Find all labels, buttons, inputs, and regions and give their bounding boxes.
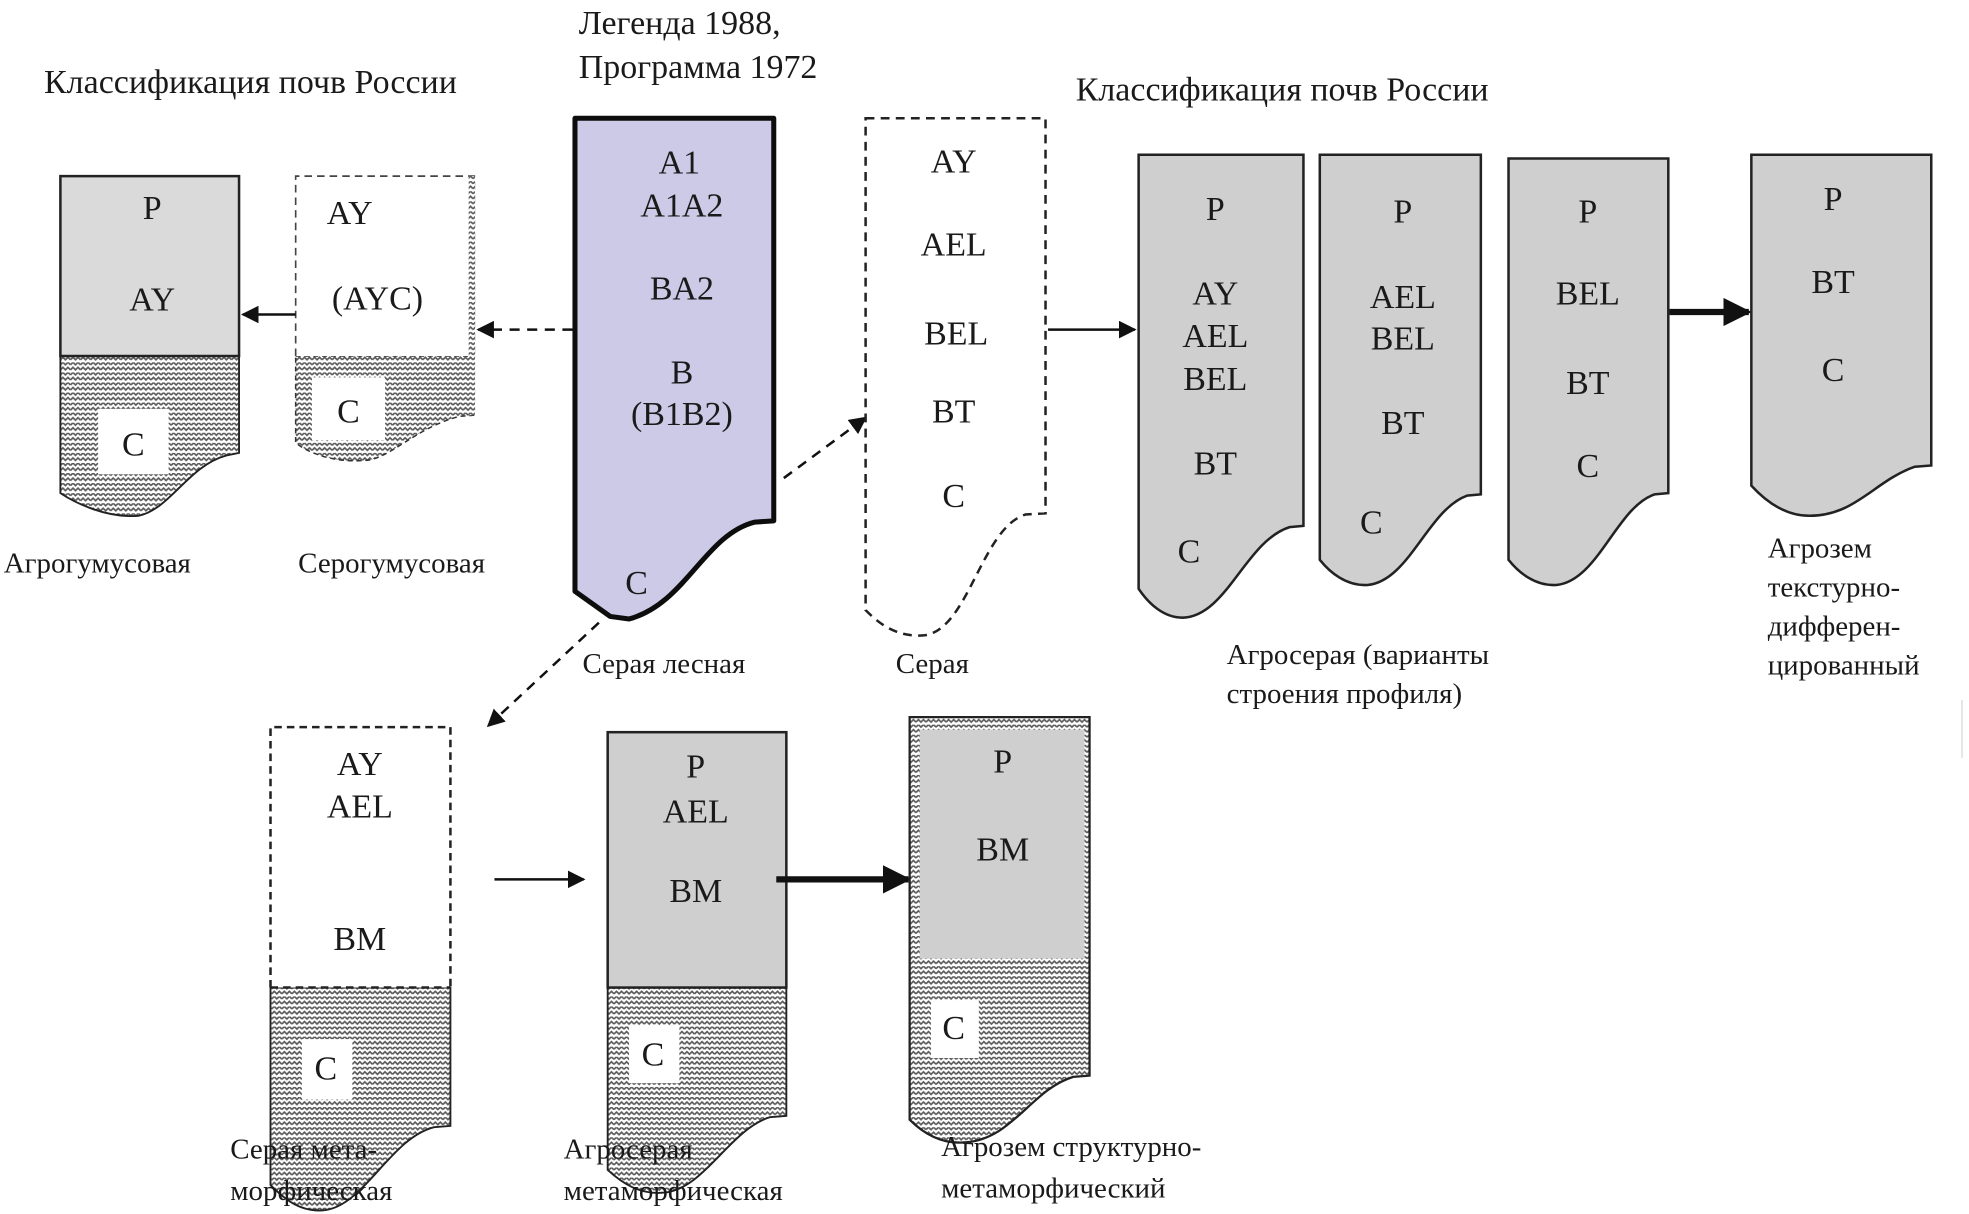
title-center-line2: Программа 1972 — [579, 49, 818, 86]
horizon-label: AEL — [1370, 279, 1436, 316]
horizon-label: A1A2 — [640, 187, 723, 224]
horizon-label: AY — [337, 746, 383, 783]
horizon-label: P — [143, 190, 162, 227]
profile-seraya-lesnaya: A1 A1A2 BA2 B (B1B2) C — [572, 115, 777, 622]
horizon-label: BA2 — [650, 270, 714, 307]
title-right: Классификация почв России — [1076, 72, 1489, 109]
horizon-label: P — [1578, 194, 1597, 231]
edge-artifact-line — [1961, 700, 1963, 758]
arrow-lesnaya-to-seraya — [783, 416, 868, 480]
horizon-label: AY — [1192, 275, 1238, 312]
horizon-label: AY — [327, 195, 373, 232]
horizon-label: C — [122, 426, 145, 463]
horizon-label: BM — [333, 921, 386, 958]
horizon-label: BT — [1381, 405, 1425, 442]
horizon-label: BM — [976, 831, 1029, 868]
horizon-label: BEL — [1556, 275, 1620, 312]
profile-agroseraya-2: P AEL BEL BT C — [1318, 153, 1483, 587]
profile-agrogumusovaya-plow — [59, 174, 241, 358]
caption-agrozem-texturno-line2: текстурно- — [1768, 571, 1900, 603]
caption-seraya: Серая — [896, 648, 969, 680]
caption-agrozem-texturno-line4: цированный — [1768, 649, 1920, 681]
horizon-label: AEL — [663, 794, 729, 831]
horizon-label: BEL — [1371, 321, 1435, 358]
horizon-label: AY — [129, 282, 175, 319]
horizon-label: (AYC) — [332, 280, 423, 317]
caption-agroseraya-line2: строения профиля) — [1227, 678, 1462, 710]
horizon-label: C — [942, 1010, 965, 1047]
horizon-label-bg — [98, 408, 169, 475]
horizon-label: B — [671, 355, 694, 392]
title-left: Классификация почв России — [44, 64, 457, 101]
horizon-label: C — [642, 1037, 665, 1074]
caption-seraya-meta-line1: Серая мета- — [230, 1134, 377, 1166]
horizon-label: P — [686, 748, 705, 785]
horizon-label: P — [1393, 194, 1412, 231]
horizon-label: AEL — [1182, 318, 1248, 355]
profile-agrozem-texturno: P BT C — [1750, 153, 1933, 518]
horizon-label: C — [1360, 504, 1383, 541]
horizon-label-bg — [629, 1025, 680, 1084]
profile-agroseraya-1: P AY AEL BEL BT C — [1137, 153, 1305, 619]
profile-seraya-outline — [864, 116, 1047, 637]
horizon-label: BT — [932, 394, 976, 431]
profile-agrozem-strukturno: P BM C — [908, 715, 1091, 1144]
horizon-label: P — [1824, 181, 1843, 218]
profile-agroseraya-meta-plow — [606, 730, 788, 989]
profile-agroseraya-meta: P AEL BM C — [606, 730, 788, 1194]
profile-agrozem-texturno-shape — [1750, 153, 1933, 518]
horizon-label: C — [315, 1050, 338, 1087]
profile-agroseraya-1-shape — [1137, 153, 1305, 619]
horizon-label-bg — [301, 1039, 353, 1100]
horizon-label: C — [1822, 352, 1845, 389]
profile-seraya-meta-outline — [269, 725, 452, 988]
caption-seraya-meta-line2: морфическая — [230, 1175, 392, 1207]
horizon-label: C — [942, 478, 965, 515]
profile-agrogumusovaya: P AY C — [59, 174, 241, 517]
caption-serogumusovaya: Серогумусовая — [298, 547, 485, 579]
horizon-label-bg — [931, 1000, 979, 1059]
horizon-label: BT — [1566, 365, 1610, 402]
profile-seraya-lesnaya-shape — [572, 115, 777, 622]
horizon-label: C — [625, 565, 648, 602]
horizon-label: BM — [669, 873, 722, 910]
caption-seraya-lesnaya: Серая лесная — [583, 648, 746, 680]
profile-agroseraya-3: P BEL BT C — [1507, 157, 1670, 587]
horizon-label: BT — [1811, 264, 1855, 301]
horizon-label: P — [993, 743, 1012, 780]
horizon-label: (B1B2) — [631, 396, 733, 433]
caption-agrozem-strukturno-line2: метаморфический — [941, 1173, 1165, 1205]
caption-agroseraya-meta-line1: Агросерая — [564, 1134, 693, 1166]
profile-agroseraya-2-shape — [1318, 153, 1483, 587]
horizon-label: P — [1206, 191, 1225, 228]
horizon-label: AEL — [327, 789, 393, 826]
caption-agroseraya-meta-line2: метаморфическая — [564, 1175, 783, 1207]
profile-seraya-meta: AY AEL BM C — [269, 725, 452, 1212]
profile-agrozem-strukturno-plow — [919, 729, 1085, 959]
horizon-label-bg — [312, 377, 385, 441]
horizon-label: BEL — [924, 316, 988, 353]
caption-agrogumusovaya: Агрогумусовая — [4, 547, 191, 579]
horizon-label: BT — [1194, 445, 1238, 482]
profile-serogumusovaya: AY (AYC) C — [294, 175, 476, 462]
profile-agroseraya-3-shape — [1507, 157, 1670, 587]
horizon-label: BEL — [1183, 361, 1247, 398]
arrow-lesnaya-to-seraya-meta — [486, 621, 600, 728]
caption-agrozem-strukturno-line1: Агрозем структурно- — [941, 1131, 1201, 1163]
horizon-label: AEL — [921, 226, 987, 263]
caption-agrozem-texturno-line1: Агрозем — [1768, 532, 1872, 564]
horizon-label: C — [1178, 533, 1201, 570]
caption-agroseraya-line1: Агросерая (варианты — [1227, 639, 1489, 671]
horizon-label: A1 — [659, 145, 701, 182]
caption-agrozem-texturno-line3: дифферен- — [1768, 610, 1901, 642]
profile-serogumusovaya-outline — [294, 175, 476, 357]
horizon-label: C — [1576, 448, 1599, 485]
horizon-label: AY — [931, 143, 977, 180]
title-center-line1: Легенда 1988, — [579, 5, 781, 42]
profile-seraya: AY AEL BEL BT C — [864, 116, 1047, 637]
horizon-label: C — [337, 394, 360, 431]
